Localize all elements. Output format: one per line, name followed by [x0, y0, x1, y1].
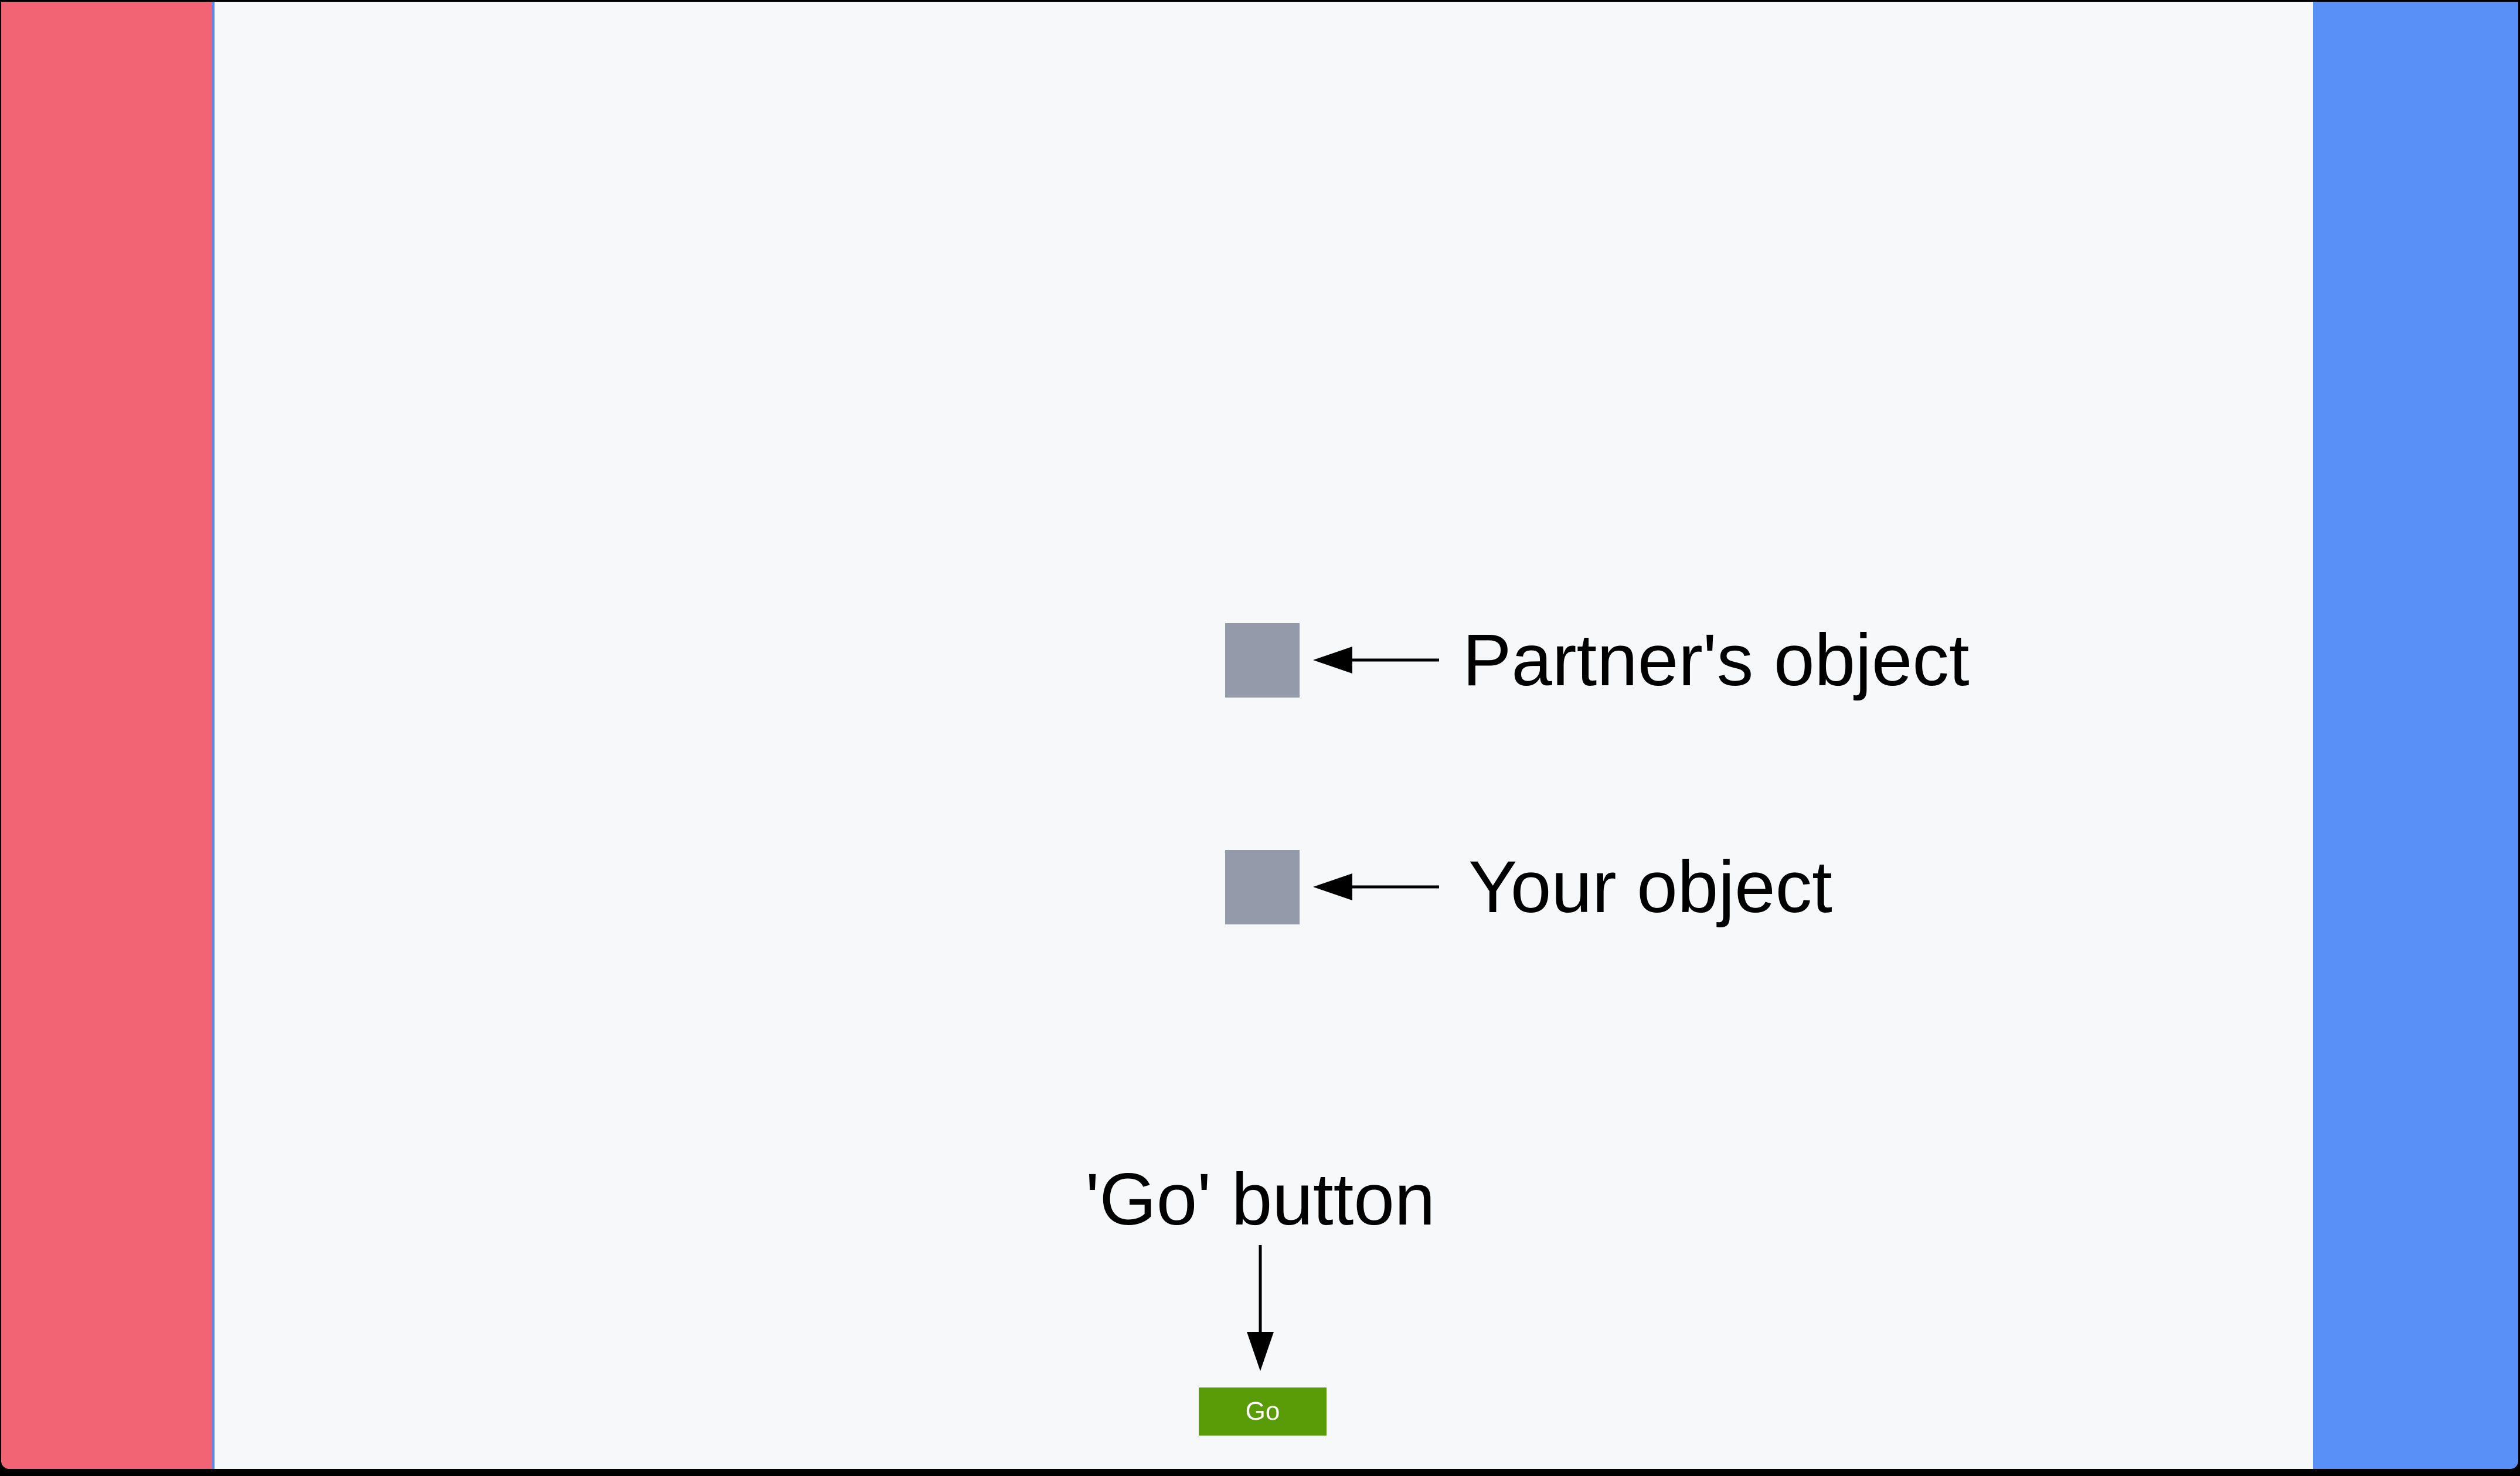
go-button-annotation: 'Go' button	[1085, 1159, 1436, 1240]
zone-divider-line	[212, 2, 215, 1469]
blue-target-zone[interactable]	[2313, 2, 2518, 1469]
partner-object-label: Partner's object	[1463, 620, 1970, 701]
your-object-square[interactable]	[1225, 850, 1300, 924]
partner-object-arrow-icon	[1313, 647, 1439, 674]
go-button-arrow-icon	[1247, 1245, 1274, 1371]
partner-object-square[interactable]	[1225, 623, 1300, 698]
red-target-zone[interactable]	[1, 2, 212, 1469]
your-object-label: Your object	[1468, 846, 1832, 928]
your-object-arrow-icon	[1313, 873, 1439, 900]
go-button[interactable]: Go	[1199, 1387, 1327, 1436]
go-button-label: Go	[1245, 1397, 1280, 1426]
